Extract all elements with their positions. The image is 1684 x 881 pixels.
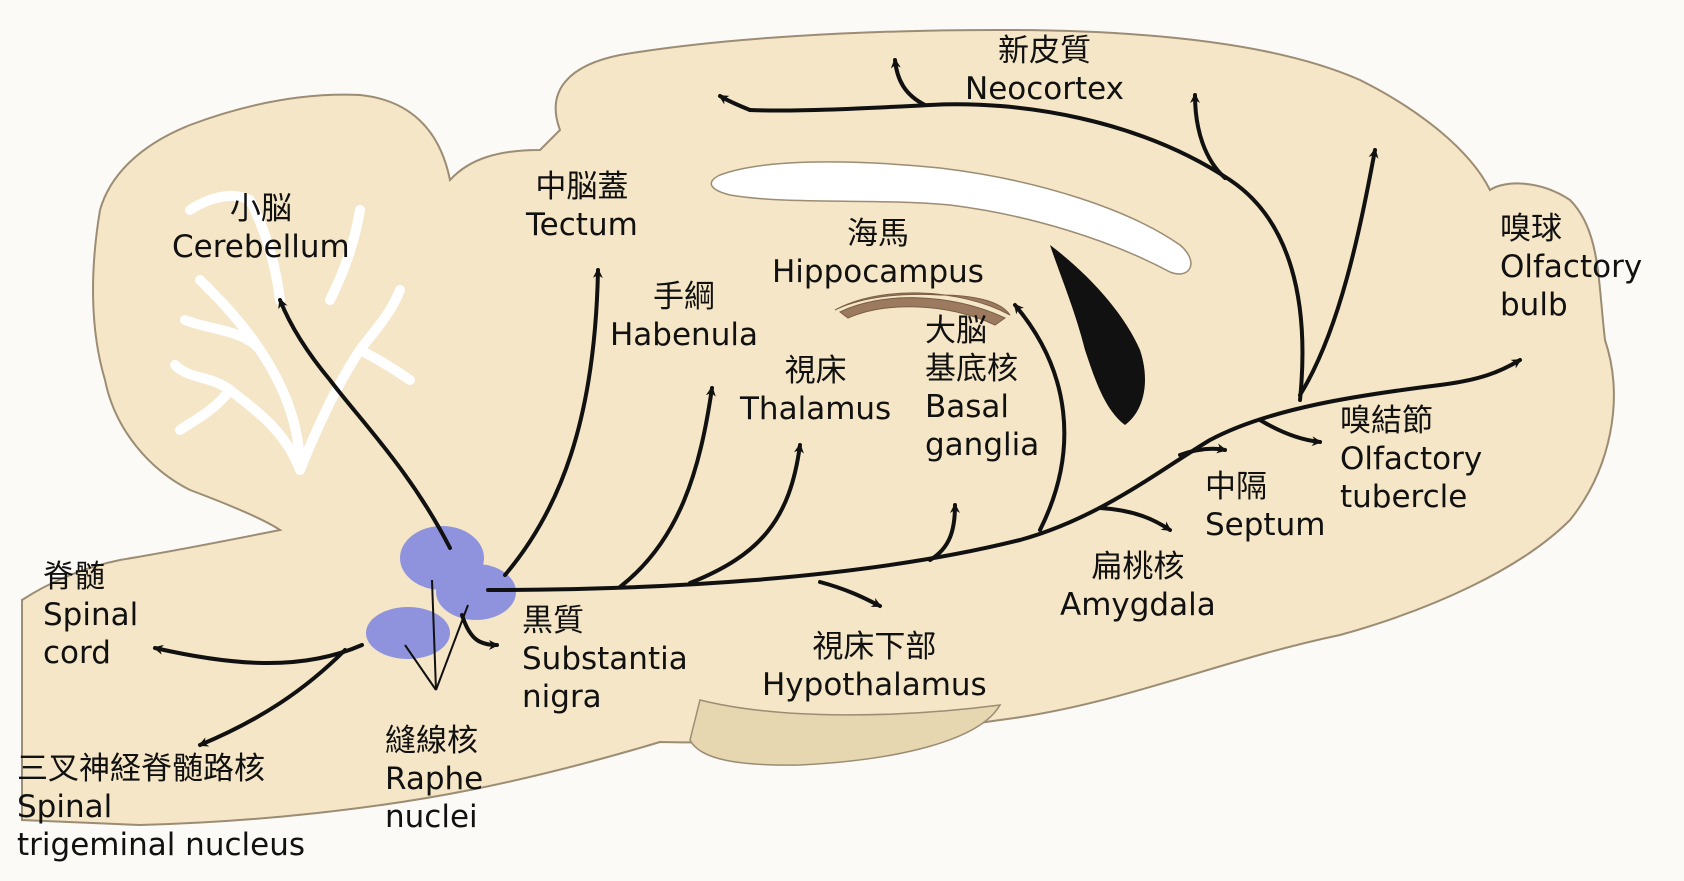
label-tectum: 中脳蓋 Tectum [526, 168, 638, 244]
label-hippocampus: 海馬 Hippocampus [772, 215, 984, 291]
raphe-nucleus-caudal [366, 607, 450, 659]
spinal-cord-jp: 脊髄 [43, 558, 138, 596]
hippocampus-jp: 海馬 [772, 215, 984, 253]
spinal-trigeminal-jp: 三叉神経脊髄路核 [17, 750, 305, 788]
label-spinal-trigeminal: 三叉神経脊髄路核 Spinal trigeminal nucleus [17, 750, 305, 864]
hippocampus-en: Hippocampus [772, 253, 984, 291]
neocortex-jp: 新皮質 [965, 32, 1124, 70]
label-olfactory-bulb: 嗅球 Olfactory bulb [1500, 210, 1642, 324]
substantia-nigra-jp: 黒質 [522, 602, 688, 640]
septum-en: Septum [1205, 506, 1325, 544]
habenula-en: Habenula [610, 316, 758, 354]
label-hypothalamus: 視床下部 Hypothalamus [762, 628, 987, 704]
label-olfactory-tubercle: 嗅結節 Olfactory tubercle [1340, 402, 1482, 516]
amygdala-en: Amygdala [1060, 586, 1216, 624]
thalamus-jp: 視床 [740, 352, 891, 390]
raphe-nucleus-mid [436, 564, 516, 620]
basal-ganglia-en2: ganglia [925, 426, 1039, 464]
label-substantia-nigra: 黒質 Substantia nigra [522, 602, 688, 716]
label-septum: 中隔 Septum [1205, 468, 1325, 544]
label-basal-ganglia: 大脳 基底核 Basal ganglia [925, 312, 1039, 464]
septum-jp: 中隔 [1205, 468, 1325, 506]
label-habenula: 手綱 Habenula [610, 278, 758, 354]
label-raphe-nuclei: 縫線核 Raphe nuclei [385, 722, 483, 836]
substantia-nigra-en1: Substantia [522, 640, 688, 678]
spinal-cord-en1: Spinal [43, 596, 138, 634]
cerebellum-en: Cerebellum [172, 228, 350, 266]
olfactory-tubercle-en2: tubercle [1340, 478, 1482, 516]
olfactory-bulb-en1: Olfactory [1500, 248, 1642, 286]
tectum-jp: 中脳蓋 [526, 168, 638, 206]
label-neocortex: 新皮質 Neocortex [965, 32, 1124, 108]
substantia-nigra-en2: nigra [522, 678, 688, 716]
olfactory-tubercle-jp: 嗅結節 [1340, 402, 1482, 440]
neocortex-en: Neocortex [965, 70, 1124, 108]
basal-ganglia-jp1: 大脳 [925, 312, 1039, 350]
olfactory-tubercle-en1: Olfactory [1340, 440, 1482, 478]
cerebellum-jp: 小脳 [172, 190, 350, 228]
tectum-en: Tectum [526, 206, 638, 244]
olfactory-bulb-en2: bulb [1500, 286, 1642, 324]
spinal-cord-en2: cord [43, 634, 138, 672]
label-amygdala: 扁桃核 Amygdala [1060, 548, 1216, 624]
spinal-trigeminal-en2: trigeminal nucleus [17, 826, 305, 864]
spinal-trigeminal-en1: Spinal [17, 788, 305, 826]
hypothalamus-en: Hypothalamus [762, 666, 987, 704]
amygdala-jp: 扁桃核 [1060, 548, 1216, 586]
label-cerebellum: 小脳 Cerebellum [172, 190, 350, 266]
raphe-nuclei-jp: 縫線核 [385, 722, 483, 760]
raphe-nuclei-en2: nuclei [385, 798, 483, 836]
basal-ganglia-jp2: 基底核 [925, 350, 1039, 388]
label-thalamus: 視床 Thalamus [740, 352, 891, 428]
basal-ganglia-en1: Basal [925, 388, 1039, 426]
label-spinal-cord: 脊髄 Spinal cord [43, 558, 138, 672]
olfactory-bulb-jp: 嗅球 [1500, 210, 1642, 248]
habenula-jp: 手綱 [610, 278, 758, 316]
hypothalamus-jp: 視床下部 [762, 628, 987, 666]
thalamus-en: Thalamus [740, 390, 891, 428]
raphe-nuclei-en1: Raphe [385, 760, 483, 798]
